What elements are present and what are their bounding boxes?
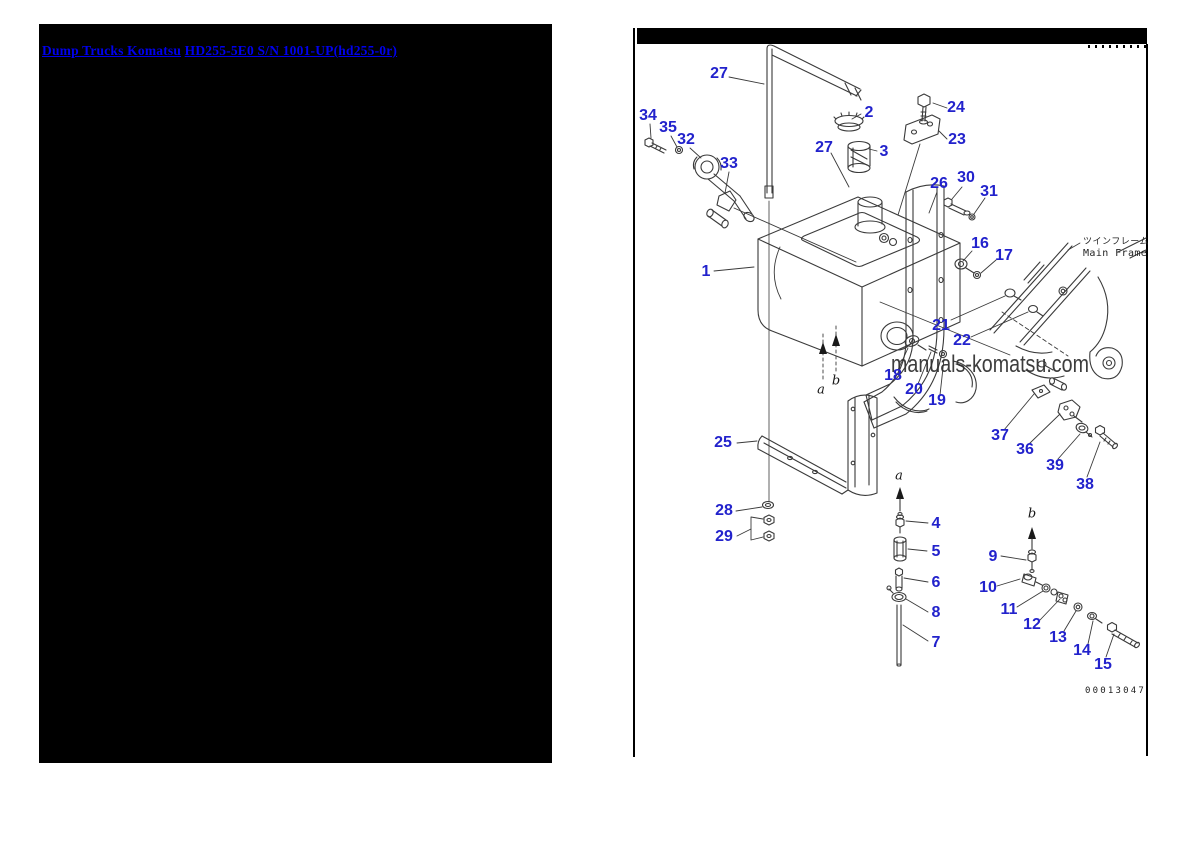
blank-left-panel: [39, 24, 552, 763]
breadcrumb-link-model[interactable]: HD255-5E0 S/N 1001-UP(hd255-0r): [184, 43, 398, 58]
diagram-left-border: [633, 28, 635, 757]
diagram-sheet: [634, 24, 1147, 757]
diagram-top-bar: [637, 28, 1147, 44]
diagram-right-border: [1146, 44, 1148, 756]
main-frame-label-jp: ツインフレーム: [1083, 237, 1149, 247]
drawing-number: 00013047: [1085, 686, 1146, 696]
main-frame-label-en: Main Frame: [1083, 248, 1148, 259]
breadcrumb-link-category[interactable]: Dump Trucks Komatsu: [42, 43, 182, 58]
breadcrumb: Dump Trucks Komatsu HD255-5E0 S/N 1001-U…: [42, 43, 397, 59]
diagram-tick-marks: [1088, 45, 1146, 48]
main-frame-annotation: ツインフレーム Main Frame: [1083, 236, 1149, 260]
watermark: manuals-komatsu.com: [891, 351, 1089, 378]
